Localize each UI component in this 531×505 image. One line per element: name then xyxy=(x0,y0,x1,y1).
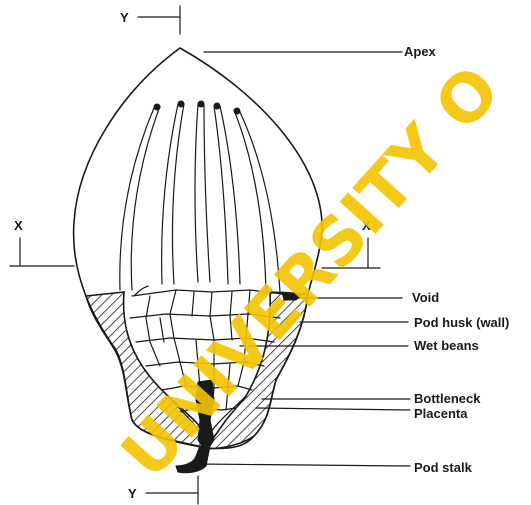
label-bottleneck: Bottleneck xyxy=(414,391,481,406)
section-mark-y-top: Y xyxy=(120,10,129,25)
label-apex: Apex xyxy=(404,44,437,59)
label-void: Void xyxy=(412,290,439,305)
section-line-y-top: Y xyxy=(120,6,180,34)
watermark-university: UNIVERSITY O xyxy=(107,52,515,493)
label-placenta: Placenta xyxy=(414,406,468,421)
section-mark-y-bottom: Y xyxy=(128,486,137,501)
section-mark-x-left: X xyxy=(14,218,23,233)
label-pod-stalk: Pod stalk xyxy=(414,460,473,475)
section-line-x-left: X xyxy=(10,218,74,266)
internal-ridges xyxy=(120,101,280,296)
label-wet-beans: Wet beans xyxy=(414,338,479,353)
label-pod-husk: Pod husk (wall) xyxy=(414,315,509,330)
